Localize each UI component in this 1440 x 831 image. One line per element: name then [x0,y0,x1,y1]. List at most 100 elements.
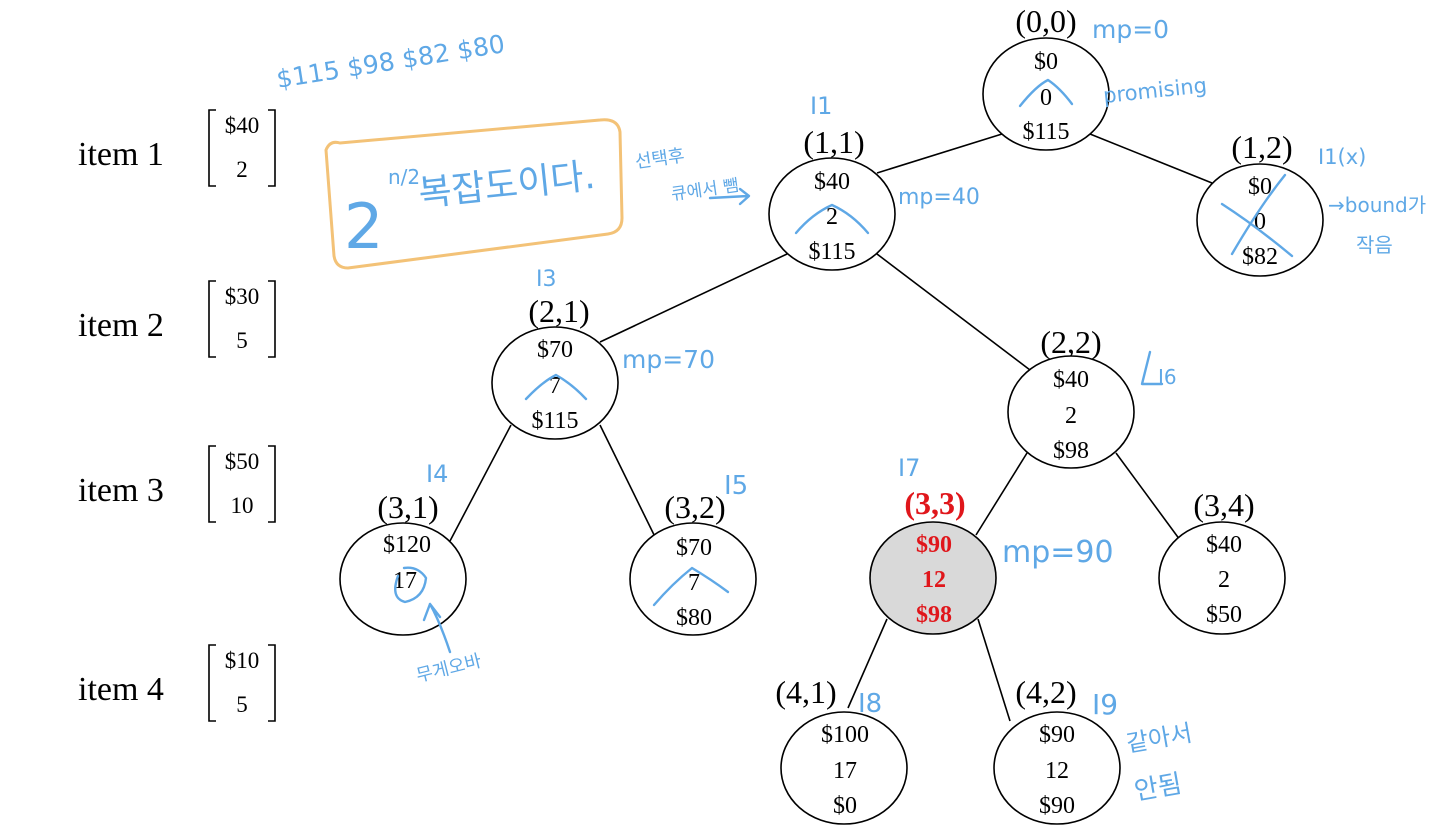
node-profit: $70 [676,535,712,561]
note-bounds-list: $115 $98 $82 $80 [274,29,506,94]
note-boxed-exp: n/2 [388,165,420,189]
item-4: item 4 $10 5 [78,644,276,722]
note-i3: I3 [536,267,557,292]
node-circle [768,157,896,271]
node-label: (3,4) [1193,487,1254,523]
tree-edges [449,133,1213,722]
note-mp90: mp=90 [1002,535,1114,570]
node-bound: $115 [1022,119,1069,145]
note-i9: I9 [1092,688,1118,721]
node-label: (0,0) [1015,3,1076,39]
node-weight: 12 [1045,758,1069,784]
node-circle [982,37,1110,151]
node-profit: $100 [821,722,869,748]
note-select: 선택후 [634,145,686,173]
cross-mark-n12-b [1230,173,1287,256]
node-label: (2,2) [1040,324,1101,360]
item-weight: 10 [231,493,254,518]
item-weight: 5 [236,692,248,717]
node-bound: $50 [1206,602,1242,628]
node-profit: $0 [1034,49,1058,75]
i6-stroke [1140,350,1164,386]
check-mark-n32 [652,566,730,607]
cross-mark-n12-a [1220,202,1294,258]
node-circle [1196,163,1324,277]
node-profit: $90 [1039,722,1075,748]
node-circle [993,711,1121,825]
matrix-bracket-right [268,644,276,722]
node-circle-highlighted [869,521,997,635]
node-circle [491,326,619,440]
item-list: item 1 $40 2 item 2 $30 5 item 3 $50 10 … [78,109,276,722]
edge-00-12 [1089,133,1213,184]
node-1-1: (1,1) $40 2 $115 [768,124,896,271]
item-2: item 2 $30 5 [78,280,276,358]
edge-21-32 [599,424,661,548]
node-4-2: (4,2) $90 12 $90 [993,674,1121,825]
matrix-bracket-left [208,280,216,358]
node-bound: $98 [1053,438,1089,464]
note-mp0: mp=0 [1092,15,1169,44]
node-profit: $70 [537,337,573,363]
note-i8: I8 [858,689,882,719]
node-circle [339,522,467,636]
note-bound-small: →bound가 [1328,193,1426,217]
note-i7: I7 [898,454,920,482]
matrix-bracket-left [208,445,216,523]
node-weight: 2 [1218,567,1230,593]
matrix-bracket-left [208,109,216,187]
node-label: (3,3) [904,485,965,521]
node-label: (3,2) [664,489,725,525]
circle-mark-n31 [394,566,428,604]
node-circle [780,711,908,825]
note-i1: I1 [810,92,832,120]
item-label: item 3 [78,472,164,509]
edge-21-31 [449,424,512,542]
node-circle [1158,521,1286,635]
node-profit: $120 [383,532,431,558]
node-circle [1007,355,1135,469]
edge-33-41 [847,618,888,709]
node-weight: 7 [549,373,561,399]
edge-22-33 [975,452,1028,536]
node-3-3: (3,3) $90 12 $98 [869,485,997,635]
arrow-to-n11 [708,187,751,206]
node-label: (4,2) [1015,674,1076,710]
item-3: item 3 $50 10 [78,445,276,523]
note-boxed-text: 복잡도이다. [417,156,597,215]
item-value: $10 [225,648,260,673]
edge-11-22 [876,253,1031,371]
note-i4: I4 [426,460,448,488]
node-bound: $0 [833,793,857,819]
node-profit: $90 [916,532,952,558]
node-bound: $115 [808,239,855,265]
node-3-1: (3,1) $120 17 [339,489,467,636]
item-label: item 1 [78,136,164,173]
node-bound: $98 [916,602,952,628]
node-weight: 17 [833,758,857,784]
node-weight: 2 [826,204,838,230]
node-profit: $40 [1053,367,1089,393]
node-2-1: (2,1) $70 7 $115 [491,293,619,440]
node-bound: $90 [1039,793,1075,819]
edge-22-34 [1115,452,1181,541]
note-i1x: I1(x) [1318,145,1366,169]
node-weight: 2 [1065,403,1077,429]
node-label: (3,1) [377,489,438,525]
tree-nodes: (0,0) $0 0 $115 (1,1) $40 2 $115 (1,2) $… [339,3,1324,825]
item-value: $50 [225,449,260,474]
node-bound: $82 [1242,244,1278,270]
note-i5: I5 [724,471,748,501]
arrow-n31 [422,602,452,654]
note-mp70: mp=70 [622,345,715,374]
node-label: (1,2) [1231,129,1292,165]
node-label: (2,1) [528,293,589,329]
check-mark-n11 [794,203,870,235]
node-circle [629,522,757,636]
matrix-bracket-left [208,644,216,722]
matrix-bracket-right [268,280,276,358]
node-profit: $40 [814,169,850,195]
ink-strokes [394,78,1294,654]
item-weight: 2 [236,157,248,182]
